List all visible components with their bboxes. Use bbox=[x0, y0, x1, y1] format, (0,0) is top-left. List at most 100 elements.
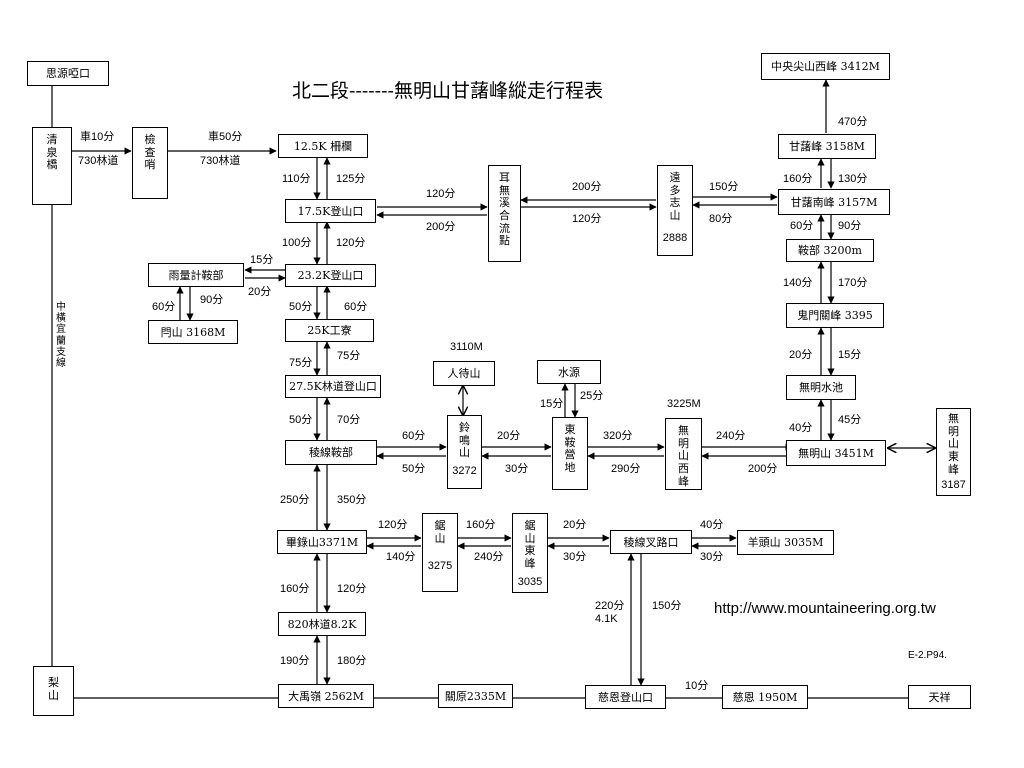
label-25: 25分 bbox=[580, 390, 604, 402]
label-4-1k: 4.1K bbox=[595, 613, 618, 625]
node-renshi: 人待山 bbox=[433, 361, 495, 386]
label-170: 170分 bbox=[838, 277, 868, 289]
node-jushan-east: 鋸山東峰 3035 bbox=[512, 513, 548, 593]
node-25k: 25K工寮 bbox=[285, 319, 374, 342]
node-lengxian-anbu: 稜線鞍部 bbox=[285, 440, 377, 465]
label-60d: 60分 bbox=[402, 430, 426, 442]
node-yuanduozhi: 遠多志山 2888 bbox=[657, 165, 693, 256]
label-70: 70分 bbox=[337, 414, 361, 426]
yuanduozhi-altitude: 2888 bbox=[662, 232, 688, 244]
node-zhongyangjian: 中央尖山西峰 3412M bbox=[761, 53, 890, 80]
jushan-east-altitude: 3035 bbox=[517, 576, 543, 588]
label-240a: 240分 bbox=[716, 430, 746, 442]
label-15c: 15分 bbox=[540, 398, 564, 410]
label-120e: 120分 bbox=[337, 583, 367, 595]
node-shuiyuan: 水源 bbox=[537, 360, 601, 384]
wuming-west-altitude: 3225M bbox=[667, 398, 701, 410]
label-110: 110分 bbox=[282, 173, 311, 185]
label-150a: 150分 bbox=[709, 181, 739, 193]
label-20c: 20分 bbox=[497, 430, 521, 442]
label-20b: 20分 bbox=[248, 286, 272, 298]
label-45: 45分 bbox=[838, 414, 862, 426]
label-50a: 50分 bbox=[289, 301, 313, 313]
lingming-altitude: 3272 bbox=[452, 465, 477, 477]
node-17-5k: 17.5K登山口 bbox=[285, 199, 376, 223]
label-140b: 140分 bbox=[386, 551, 416, 563]
node-anbu-3200: 鞍部 3200m bbox=[786, 239, 874, 262]
label-15b: 15分 bbox=[250, 254, 274, 266]
node-tianxiang: 天祥 bbox=[908, 685, 971, 709]
label-20a: 20分 bbox=[789, 349, 813, 361]
node-8-2k: 820林道8.2K bbox=[278, 612, 366, 636]
label-200a: 200分 bbox=[426, 221, 456, 233]
website-link[interactable]: http://www.mountaineering.org.tw bbox=[714, 600, 936, 617]
label-200b: 200分 bbox=[572, 181, 602, 193]
node-chalu: 稜線叉路口 bbox=[610, 530, 692, 554]
label-160a: 160分 bbox=[783, 173, 813, 185]
label-160b: 160分 bbox=[466, 519, 496, 531]
node-wuming-pool: 無明水池 bbox=[786, 375, 856, 400]
node-dongan: 東鞍營地 bbox=[552, 417, 588, 490]
side-route-label: 中橫宜蘭支線 bbox=[55, 302, 67, 370]
node-siyuan: 思源啞口 bbox=[27, 61, 109, 86]
label-60a: 60分 bbox=[790, 220, 814, 232]
node-guimen: 鬼門關峰 3395 bbox=[786, 303, 884, 328]
label-road730b: 730林道 bbox=[200, 155, 241, 167]
label-road730a: 730林道 bbox=[78, 155, 119, 167]
label-240b: 240分 bbox=[474, 551, 504, 563]
label-10: 10分 bbox=[685, 680, 709, 692]
label-100: 100分 bbox=[282, 237, 312, 249]
node-ganshu-nan: 甘藷南峰 3157M bbox=[778, 189, 890, 215]
label-220: 220分 bbox=[595, 600, 625, 612]
jushan-altitude: 3275 bbox=[427, 560, 453, 572]
node-lingming: 鈴鳴山 3272 bbox=[447, 415, 482, 489]
label-120c: 120分 bbox=[336, 237, 366, 249]
node-wuming: 無明山 3451M bbox=[786, 440, 886, 466]
node-jushan: 鋸山 3275 bbox=[422, 513, 458, 592]
node-dayuling: 大禹嶺 2562M bbox=[278, 684, 374, 708]
label-40a: 40分 bbox=[789, 422, 813, 434]
label-30c: 30分 bbox=[700, 551, 724, 563]
renshi-altitude: 3110M bbox=[450, 341, 483, 353]
node-guanyuan: 關原2335M bbox=[438, 684, 513, 708]
node-wuming-east: 無明山東峰 3187 bbox=[936, 408, 971, 496]
label-140a: 140分 bbox=[783, 277, 813, 289]
label-50c: 50分 bbox=[402, 463, 426, 475]
label-90a: 90分 bbox=[838, 220, 862, 232]
node-cien-trail: 慈恩登山口 bbox=[585, 685, 666, 709]
label-20d: 20分 bbox=[563, 519, 587, 531]
label-15a: 15分 bbox=[838, 349, 862, 361]
label-80: 80分 bbox=[709, 213, 733, 225]
label-250: 250分 bbox=[280, 494, 310, 506]
label-125: 125分 bbox=[336, 173, 366, 185]
label-car10: 車10分 bbox=[80, 131, 115, 143]
label-car50: 車50分 bbox=[208, 131, 243, 143]
label-40b: 40分 bbox=[700, 519, 724, 531]
node-wuming-west: 無明山西峰 bbox=[665, 418, 702, 490]
label-130: 130分 bbox=[838, 173, 868, 185]
page-reference: E-2.P94. bbox=[908, 650, 947, 661]
node-menshan: 閂山 3168M bbox=[148, 320, 238, 344]
page-title: 北二段-------無明山甘藷峰縱走行程表 bbox=[292, 80, 603, 102]
node-lishan: 梨山 bbox=[33, 666, 74, 716]
node-12-5k: 12.5K 柵欄 bbox=[278, 134, 368, 158]
label-180: 180分 bbox=[337, 655, 367, 667]
label-60c: 60分 bbox=[344, 301, 368, 313]
node-jianchashao: 檢查哨 bbox=[132, 127, 168, 199]
node-ganshu: 甘藷峰 3158M bbox=[778, 134, 876, 159]
label-75b: 75分 bbox=[337, 350, 361, 362]
wuming-east-altitude: 3187 bbox=[941, 479, 966, 491]
label-120d: 120分 bbox=[378, 519, 408, 531]
label-290: 290分 bbox=[611, 463, 641, 475]
node-yangtou: 羊頭山 3035M bbox=[737, 530, 834, 555]
label-150b: 150分 bbox=[652, 600, 682, 612]
label-160c: 160分 bbox=[280, 583, 310, 595]
node-bilu: 畢錄山3371M bbox=[277, 530, 367, 554]
node-yuliang: 雨量計鞍部 bbox=[148, 263, 244, 287]
label-30a: 30分 bbox=[505, 463, 529, 475]
node-erwuxi: 耳無溪合流點 bbox=[488, 165, 521, 262]
node-cien: 慈恩 1950M bbox=[722, 685, 808, 709]
node-qingquan: 清泉橋 bbox=[32, 127, 72, 205]
label-200c: 200分 bbox=[748, 463, 778, 475]
